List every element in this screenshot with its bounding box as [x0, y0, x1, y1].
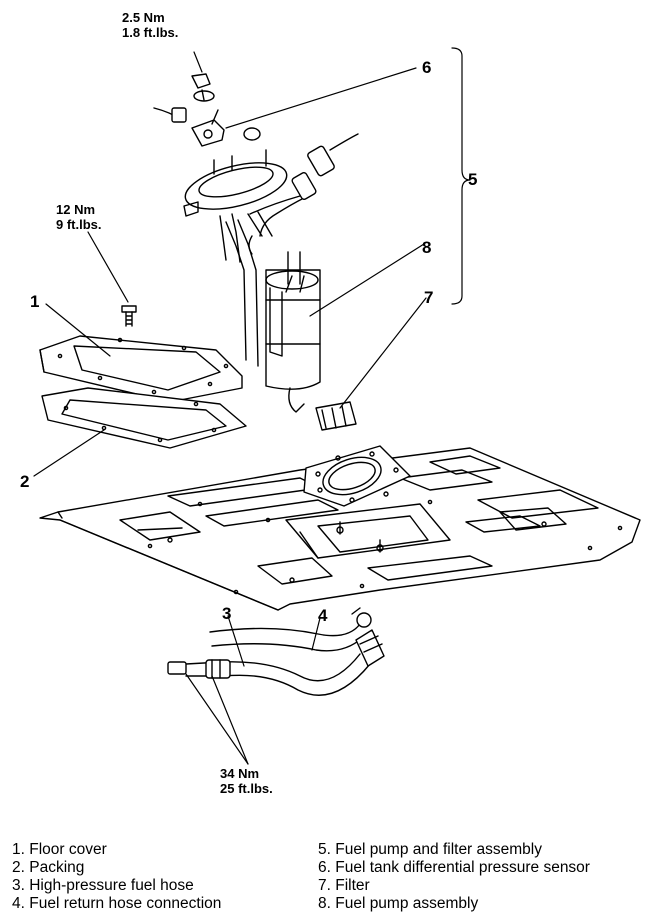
callout-6: 6	[422, 58, 432, 77]
legend-item: 3. High-pressure fuel hose	[12, 877, 194, 894]
legend-item: 7. Filter	[318, 877, 370, 894]
legend-item: 4. Fuel return hose connection	[12, 895, 222, 912]
torque-ftlbs: 9 ft.lbs.	[56, 217, 102, 232]
filter	[315, 401, 357, 431]
callout-1: 1	[30, 292, 40, 311]
legend-right: 5. Fuel pump and filter assembly 6. Fuel…	[318, 841, 590, 913]
legend-item: 8. Fuel pump assembly	[318, 895, 479, 912]
callout-3: 3	[222, 604, 232, 623]
pressure-sensor	[153, 107, 261, 147]
fuel-pump-filter-assembly	[183, 133, 359, 413]
packing-gasket	[41, 387, 247, 449]
floor-cover	[39, 335, 243, 403]
callout-7: 7	[424, 288, 434, 307]
torque-label-cover-screw: 12 Nm 9 ft.lbs.	[56, 202, 102, 232]
legend-item: 1. Floor cover	[12, 841, 107, 858]
torque-nm: 34 Nm	[220, 766, 260, 781]
cover-screw	[121, 305, 137, 327]
callout-5: 5	[468, 170, 478, 189]
torque-label-hose-fittings: 34 Nm 25 ft.lbs.	[220, 766, 273, 796]
torque-ftlbs: 25 ft.lbs.	[220, 781, 273, 796]
leader-lines	[33, 47, 471, 765]
callout-4: 4	[318, 606, 328, 625]
legend-left: 1. Floor cover 2. Packing 3. High-pressu…	[12, 841, 221, 913]
fuel-hoses	[167, 607, 385, 696]
tank-floor-panel	[39, 447, 641, 611]
torque-nm: 12 Nm	[56, 202, 96, 217]
legend-item: 6. Fuel tank differential pressure senso…	[318, 859, 590, 876]
torque-ftlbs: 1.8 ft.lbs.	[122, 25, 179, 40]
torque-label-sensor-nut: 2.5 Nm 1.8 ft.lbs.	[122, 10, 178, 40]
sensor-nut	[191, 73, 215, 102]
legend-item: 2. Packing	[12, 859, 85, 876]
pump-flange-gasket	[303, 445, 411, 507]
callout-8: 8	[422, 238, 432, 257]
callout-2: 2	[20, 472, 30, 491]
torque-nm: 2.5 Nm	[122, 10, 165, 25]
legend-item: 5. Fuel pump and filter assembly	[318, 841, 542, 858]
